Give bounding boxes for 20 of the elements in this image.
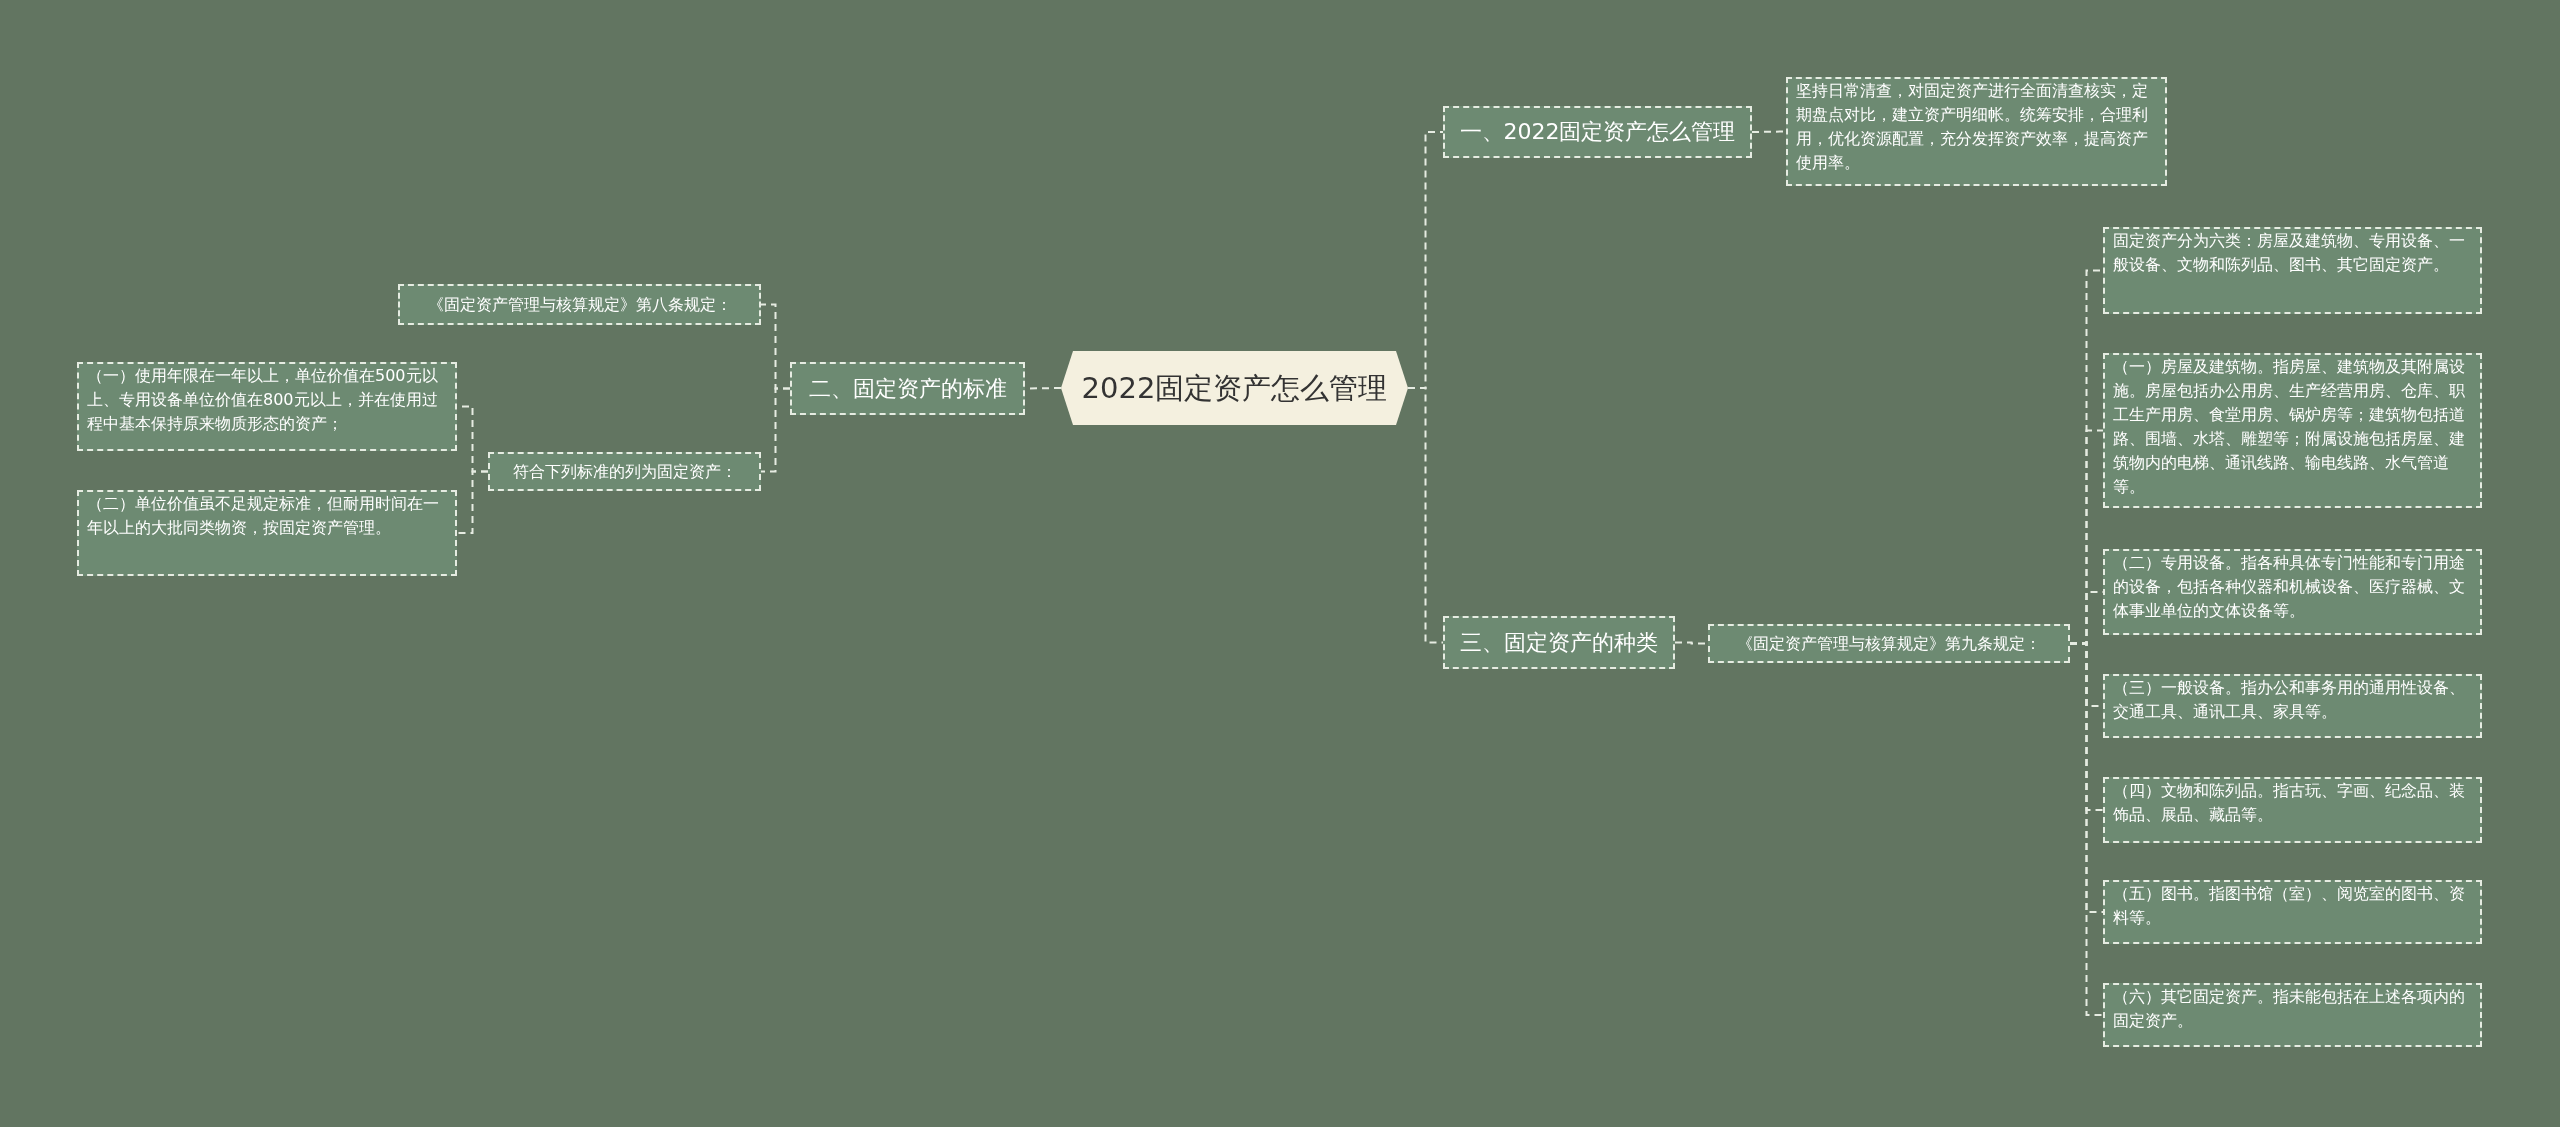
branch-topic: 三、固定资产的种类 [1443, 616, 1675, 669]
detail-box: （五）图书。指图书馆（室）、阅览室的图书、资料等。 [2103, 880, 2482, 944]
branch-topic: 一、2022固定资产怎么管理 [1443, 106, 1752, 158]
detail-box: 坚持日常清查，对固定资产进行全面清查核实，定期盘点对比，建立资产明细帐。统筹安排，合理利用，优化资源配置，充分发挥资产效率，提高资产使用率。 [1786, 77, 2167, 186]
detail-box: （四）文物和陈列品。指古玩、字画、纪念品、装饰品、展品、藏品等。 [2103, 777, 2482, 843]
detail-box: （二）单位价值虽不足规定标准，但耐用时间在一年以上的大批同类物资，按固定资产管理。 [77, 490, 457, 576]
connector [456, 470, 489, 534]
subtopic-box: 《固定资产管理与核算规定》第九条规定： [1708, 624, 2070, 663]
branch-topic: 二、固定资产的标准 [790, 362, 1025, 415]
detail-box: （二）专用设备。指各种具体专门性能和专门用途的设备，包括各种仪器和机械设备、医疗器械、文体事业单位的文体设备等。 [2103, 549, 2482, 635]
detail-box: （三）一般设备。指办公和事务用的通用性设备、交通工具、通讯工具、家具等。 [2103, 674, 2482, 738]
connector [760, 387, 791, 473]
subtopic-box: 《固定资产管理与核算规定》第八条规定： [398, 284, 761, 325]
detail-box: （一）房屋及建筑物。指房屋、建筑物及其附属设施。房屋包括办公用房、生产经营用房、仓库、职工生产用房、食堂用房、锅炉房等；建筑物包括道路、围墙、水塔、雕塑等；附属设施包括房屋、建筑物内的电梯、通讯线路、输电线路、水气管道等。 [2103, 353, 2482, 508]
connector [1407, 387, 1444, 644]
detail-box: （一）使用年限在一年以上，单位价值在500元以上、专用设备单位价值在800元以上，并在使用过程中基本保持原来物质形态的资产； [77, 362, 457, 451]
detail-box: （六）其它固定资产。指未能包括在上述各项内的固定资产。 [2103, 983, 2482, 1047]
central-topic: 2022固定资产怎么管理 [1061, 351, 1408, 425]
subtopic-box: 符合下列标准的列为固定资产： [488, 452, 761, 491]
detail-box: 固定资产分为六类：房屋及建筑物、专用设备、一般设备、文物和陈列品、图书、其它固定资产。 [2103, 227, 2482, 314]
